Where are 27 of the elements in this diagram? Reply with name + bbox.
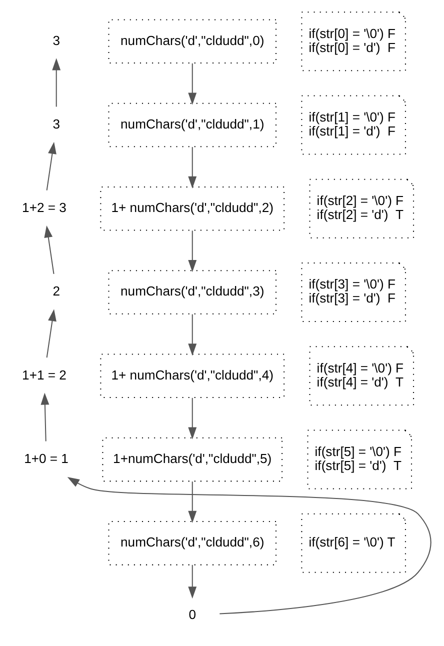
- node-text: 2: [52, 284, 60, 299]
- arrow: [52, 58, 61, 107]
- node-box: 1+ numChars('d',"cldudd",2): [100, 186, 285, 231]
- node-box: numChars('d',"cldudd",6): [108, 520, 276, 566]
- arrow: [67, 476, 432, 614]
- arrow: [188, 230, 197, 272]
- arrow: [46, 142, 56, 190]
- node-text: 3: [52, 32, 60, 48]
- node-text: 1+2 = 3: [22, 200, 66, 216]
- arrow: [44, 225, 54, 274]
- arrow: [40, 392, 50, 442]
- node-text: 1+0 = 1: [24, 450, 68, 466]
- arrow: [188, 398, 197, 440]
- arrow: [188, 63, 197, 105]
- arrow: [46, 309, 56, 358]
- node-box: numChars('d',"cldudd",0): [108, 19, 276, 64]
- arrow: [188, 147, 197, 188]
- node-box: 1+ numChars('d',"cldudd",4): [100, 354, 285, 398]
- arrow: [188, 564, 197, 599]
- node-box: numChars('d',"cldudd",3): [108, 270, 276, 314]
- node-text: 0: [188, 607, 196, 622]
- node-text: 1+1 = 2: [22, 367, 66, 382]
- node-box: numChars('d',"cldudd",1): [108, 102, 276, 148]
- node-text: 3: [52, 116, 60, 132]
- arrow: [188, 482, 197, 523]
- arrow: [188, 314, 197, 356]
- node-box: 1+numChars('d',"cldudd",5): [102, 437, 283, 482]
